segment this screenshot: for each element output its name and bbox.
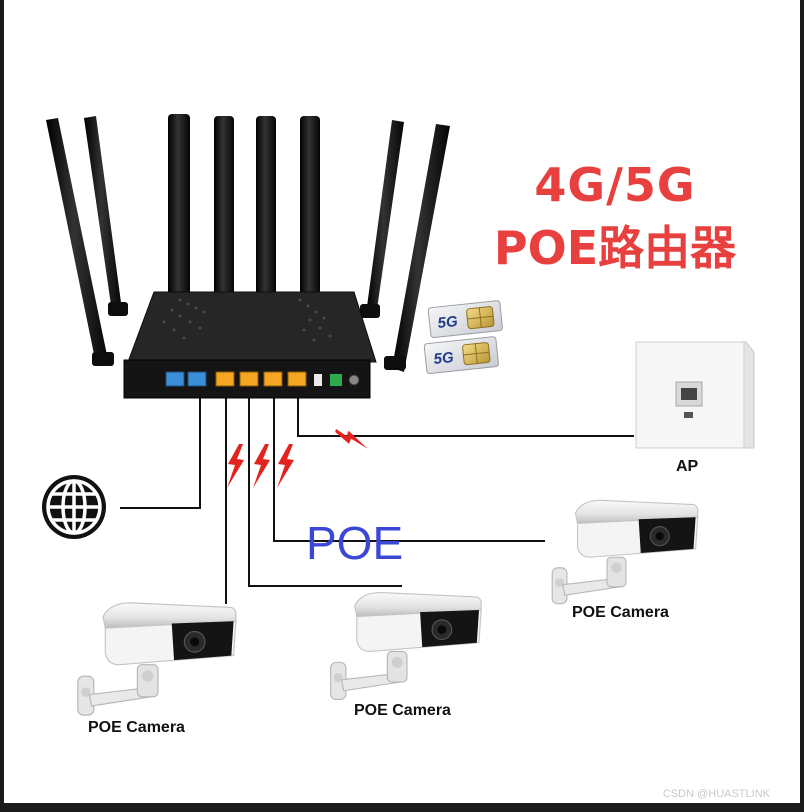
lightning-icon — [227, 444, 244, 488]
camera-icon — [330, 591, 482, 701]
access-point — [635, 341, 755, 449]
lightning-icon — [333, 428, 371, 449]
camera-3-label: POE Camera — [572, 604, 669, 621]
wan-to-internet-line — [120, 398, 201, 509]
router-vents — [162, 298, 332, 342]
lan-to-camera-3-line — [273, 398, 545, 542]
router-icon — [46, 114, 450, 399]
diagram-title-line-2: POE路由器 — [493, 221, 737, 275]
router-ports — [165, 371, 360, 387]
sim-card-2: 5G — [423, 336, 499, 375]
lan-to-camera-2-line — [248, 398, 402, 587]
camera-icon — [77, 602, 237, 716]
lightning-icon — [253, 444, 270, 488]
network-diagram: 5G 5G — [42, 114, 755, 716]
lightning-icon — [277, 444, 294, 488]
poe-link-label: POE — [306, 517, 404, 569]
camera-2-label: POE Camera — [354, 702, 451, 719]
connection-lines — [120, 398, 634, 604]
sim-card-label: 5G — [437, 313, 459, 332]
router-antennas — [46, 114, 450, 372]
ap-label: AP — [676, 458, 699, 475]
globe-icon — [42, 475, 106, 539]
diagram-title-line-1: 4G/5G — [534, 158, 696, 212]
watermark: CSDN @HUASTLINK — [662, 788, 770, 800]
camera-icon — [551, 499, 699, 605]
sim-card-1: 5G — [427, 300, 503, 339]
camera-1-label: POE Camera — [88, 719, 185, 736]
sim-card-label: 5G — [433, 349, 455, 368]
diagram-frame: 5G 5G 4G/5G POE路由器 POE AP POE Camera POE… — [4, 0, 800, 803]
lan-to-ap-line — [297, 398, 634, 437]
